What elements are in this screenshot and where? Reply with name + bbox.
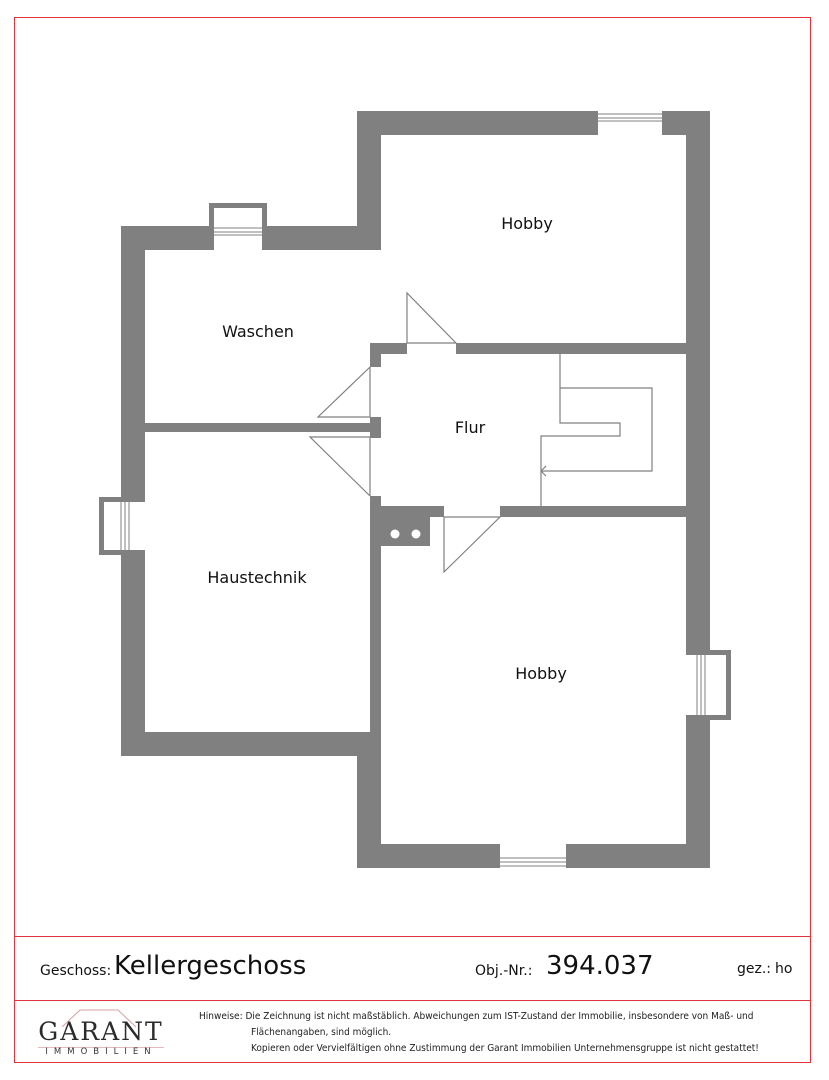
notes-line-3: Kopieren oder Vervielfältigen ohne Zusti… <box>251 1043 759 1054</box>
title-block: Geschoss: Kellergeschoss Obj.-Nr.: 394.0… <box>14 937 811 999</box>
logo-wordmark: GARANT <box>38 1017 164 1046</box>
floor-label: Geschoss: <box>40 963 112 979</box>
walls <box>99 111 731 868</box>
floor-plan: Hobby Waschen Flur Haustechnik Hobby <box>99 111 731 868</box>
floor-value: Kellergeschoss <box>114 951 307 981</box>
page-frame <box>14 17 811 1063</box>
footer: GARANT IMMOBILIEN Hinweise: Die Zeichnun… <box>14 1001 811 1063</box>
room-label-hobby-north: Hobby <box>501 214 553 233</box>
notes-line-1: Die Zeichnung ist nicht maßstäblich. Abw… <box>245 1011 754 1022</box>
staircase <box>540 354 653 506</box>
room-label-haustechnik: Haustechnik <box>207 568 307 587</box>
separator-top <box>14 936 811 937</box>
separator-bottom <box>14 1000 811 1001</box>
windows <box>104 111 726 868</box>
object-number-value: 394.037 <box>546 951 654 981</box>
disclaimer-notes: Hinweise: Die Zeichnung ist nicht maßstä… <box>199 1009 759 1057</box>
room-label-waschen: Waschen <box>222 322 294 341</box>
object-number-label: Obj.-Nr.: <box>475 963 533 979</box>
room-label-flur: Flur <box>455 418 486 437</box>
notes-label: Hinweise: <box>199 1011 243 1022</box>
garant-logo: GARANT IMMOBILIEN <box>34 1009 168 1059</box>
shaft-pipes <box>390 529 421 539</box>
drawn-by-value: ho <box>775 961 793 977</box>
room-label-hobby-south: Hobby <box>515 664 567 683</box>
notes-line-2: Flächenangaben, sind möglich. <box>251 1027 392 1038</box>
doors <box>308 291 502 574</box>
drawn-by-label: gez.: <box>737 961 772 977</box>
roof-icon <box>61 1009 137 1027</box>
logo-subtitle: IMMOBILIEN <box>45 1047 157 1057</box>
logo-underline <box>38 1047 164 1048</box>
